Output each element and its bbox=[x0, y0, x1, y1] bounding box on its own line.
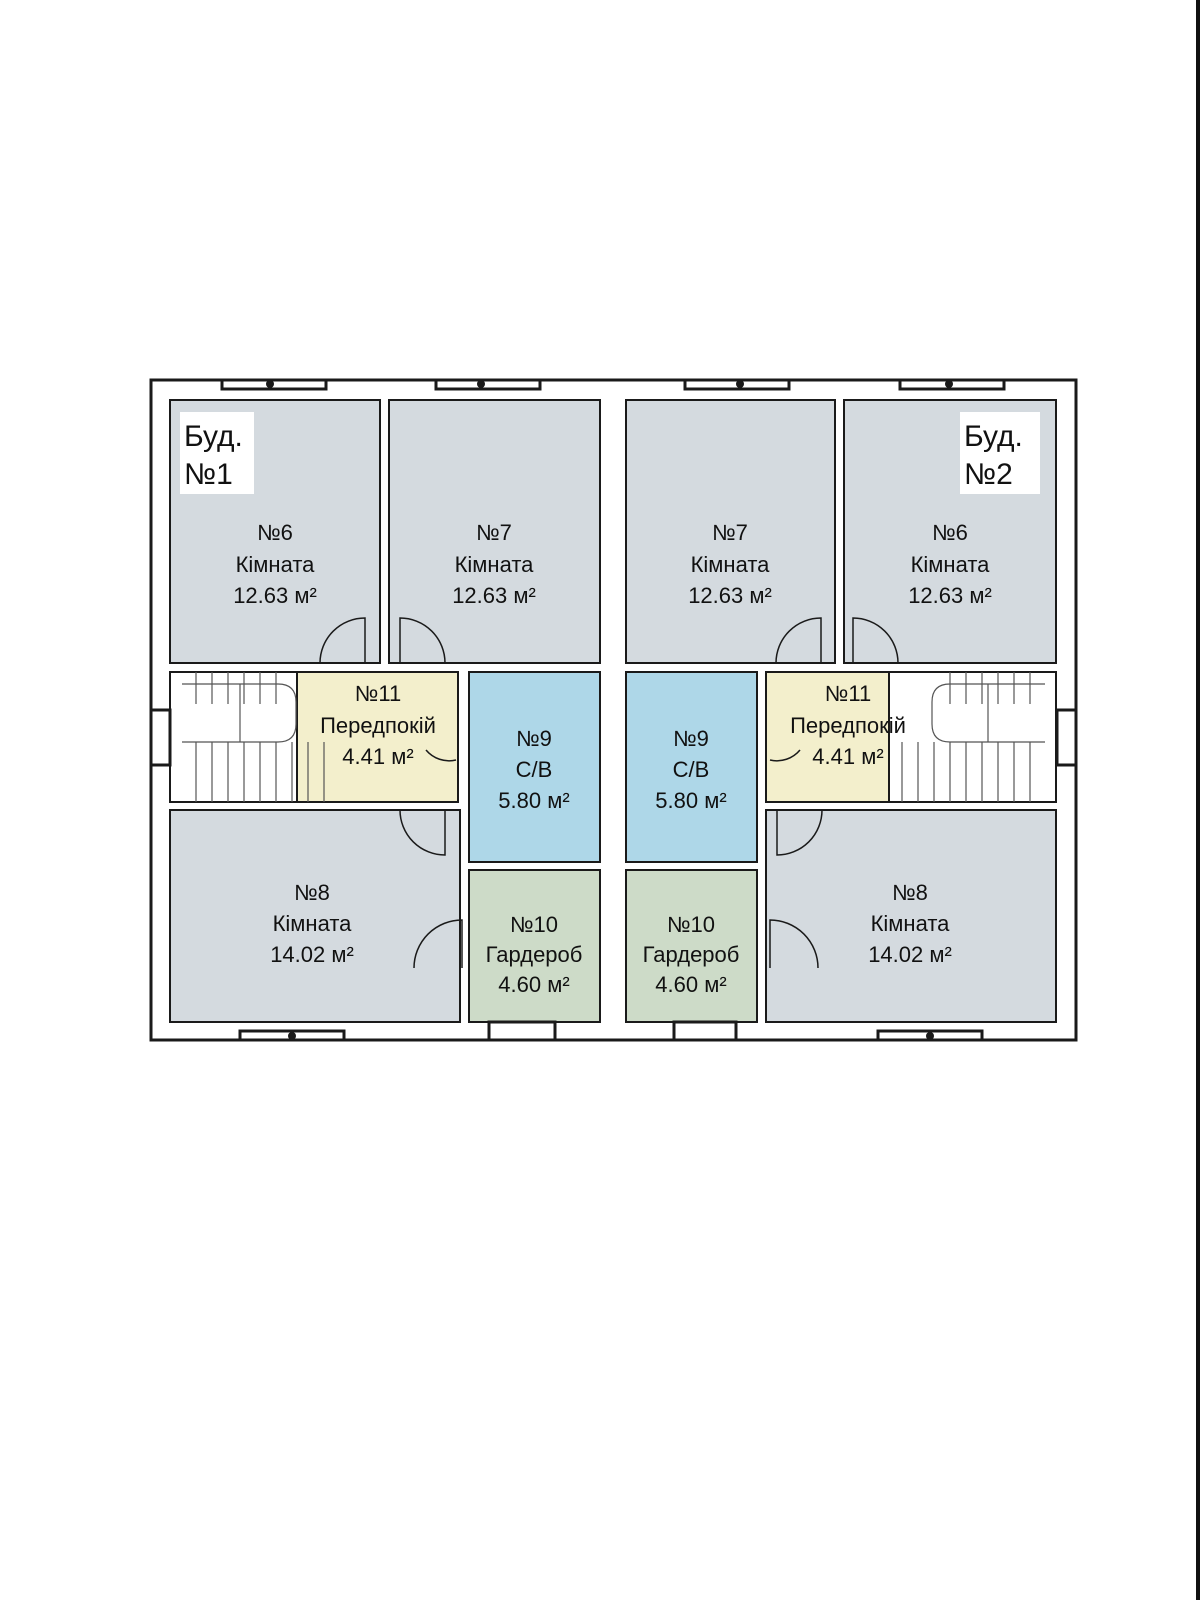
room-name: Кімната bbox=[911, 552, 991, 577]
room-area: 14.02 м² bbox=[270, 942, 354, 967]
room-number: №11 bbox=[825, 681, 871, 706]
room-name: Кімната bbox=[455, 552, 535, 577]
doors bbox=[319, 617, 899, 969]
room-label-l8: №8 Кімната 14.02 м² bbox=[270, 880, 354, 967]
room-number: №10 bbox=[510, 912, 558, 937]
room-r9 bbox=[625, 671, 758, 863]
room-l9 bbox=[468, 671, 601, 863]
room-area: 5.80 м² bbox=[655, 788, 726, 813]
page-edge-line bbox=[1196, 0, 1200, 1600]
building-label-left-line1: Буд. bbox=[184, 420, 243, 453]
room-name: Кімната bbox=[273, 911, 353, 936]
room-area: 14.02 м² bbox=[868, 942, 952, 967]
room-number: №6 bbox=[932, 520, 968, 545]
room-name: Кімната bbox=[691, 552, 771, 577]
room-area: 12.63 м² bbox=[688, 583, 772, 608]
window-marks bbox=[266, 380, 953, 1040]
window-stair-l bbox=[149, 708, 172, 767]
room-number: №9 bbox=[673, 726, 709, 751]
room-label-l11: №11 Передпокій 4.41 м² bbox=[320, 681, 436, 769]
room-label-l9: №9 С/В 5.80 м² bbox=[498, 726, 569, 813]
stair-right bbox=[901, 672, 1045, 802]
room-label-r10: №10 Гардероб 4.60 м² bbox=[643, 912, 740, 997]
room-label-l6: №6 Кімната 12.63 м² bbox=[233, 520, 317, 608]
room-area: 4.41 м² bbox=[812, 744, 883, 769]
building-label-right-line1: Буд. bbox=[964, 420, 1023, 453]
room-number: №9 bbox=[516, 726, 552, 751]
room-number: №11 bbox=[355, 681, 401, 706]
window-l7 bbox=[434, 378, 542, 391]
room-name: Передпокій bbox=[320, 713, 436, 738]
room-label-r8: №8 Кімната 14.02 м² bbox=[868, 880, 952, 967]
building-label-left: Буд. №1 bbox=[180, 412, 254, 494]
room-r8 bbox=[765, 809, 1057, 1023]
room-area: 5.80 м² bbox=[498, 788, 569, 813]
building-label-right-line2: №2 bbox=[964, 458, 1013, 491]
room-name: Кімната bbox=[236, 552, 316, 577]
room-number: №10 bbox=[667, 912, 715, 937]
room-fills bbox=[169, 399, 1057, 1023]
room-label-l7: №7 Кімната 12.63 м² bbox=[452, 520, 536, 608]
stair-r bbox=[888, 671, 1057, 803]
room-name: С/В bbox=[673, 757, 710, 782]
room-area: 4.41 м² bbox=[342, 744, 413, 769]
room-name: Кімната bbox=[871, 911, 951, 936]
room-area: 4.60 м² bbox=[498, 972, 569, 997]
room-area: 12.63 м² bbox=[452, 583, 536, 608]
room-label-r6: №6 Кімната 12.63 м² bbox=[908, 520, 992, 608]
building-label-left-line2: №1 bbox=[184, 458, 233, 491]
room-label-r7: №7 Кімната 12.63 м² bbox=[688, 520, 772, 608]
room-name: С/В bbox=[516, 757, 553, 782]
room-r10 bbox=[625, 869, 758, 1023]
window-stair-r bbox=[1055, 708, 1078, 767]
room-r7 bbox=[625, 399, 836, 664]
window-r10 bbox=[672, 1020, 738, 1042]
room-label-r9: №9 С/В 5.80 м² bbox=[655, 726, 726, 813]
room-label-r11: №11 Передпокій 4.41 м² bbox=[790, 681, 906, 769]
room-area: 4.60 м² bbox=[655, 972, 726, 997]
room-number: №7 bbox=[476, 520, 512, 545]
room-l7 bbox=[388, 399, 601, 664]
room-label-l10: №10 Гардероб 4.60 м² bbox=[486, 912, 583, 997]
window-l10 bbox=[487, 1020, 557, 1042]
stair-left bbox=[182, 672, 325, 802]
room-name: Передпокій bbox=[790, 713, 906, 738]
building-label-right: Буд. №2 bbox=[960, 412, 1040, 494]
room-number: №8 bbox=[294, 880, 330, 905]
room-number: №6 bbox=[257, 520, 293, 545]
room-l8 bbox=[169, 809, 461, 1023]
room-name: Гардероб bbox=[486, 942, 583, 967]
room-area: 12.63 м² bbox=[233, 583, 317, 608]
room-name: Гардероб bbox=[643, 942, 740, 967]
room-number: №8 bbox=[892, 880, 928, 905]
room-area: 12.63 м² bbox=[908, 583, 992, 608]
window-l6 bbox=[220, 378, 328, 391]
room-number: №7 bbox=[712, 520, 748, 545]
